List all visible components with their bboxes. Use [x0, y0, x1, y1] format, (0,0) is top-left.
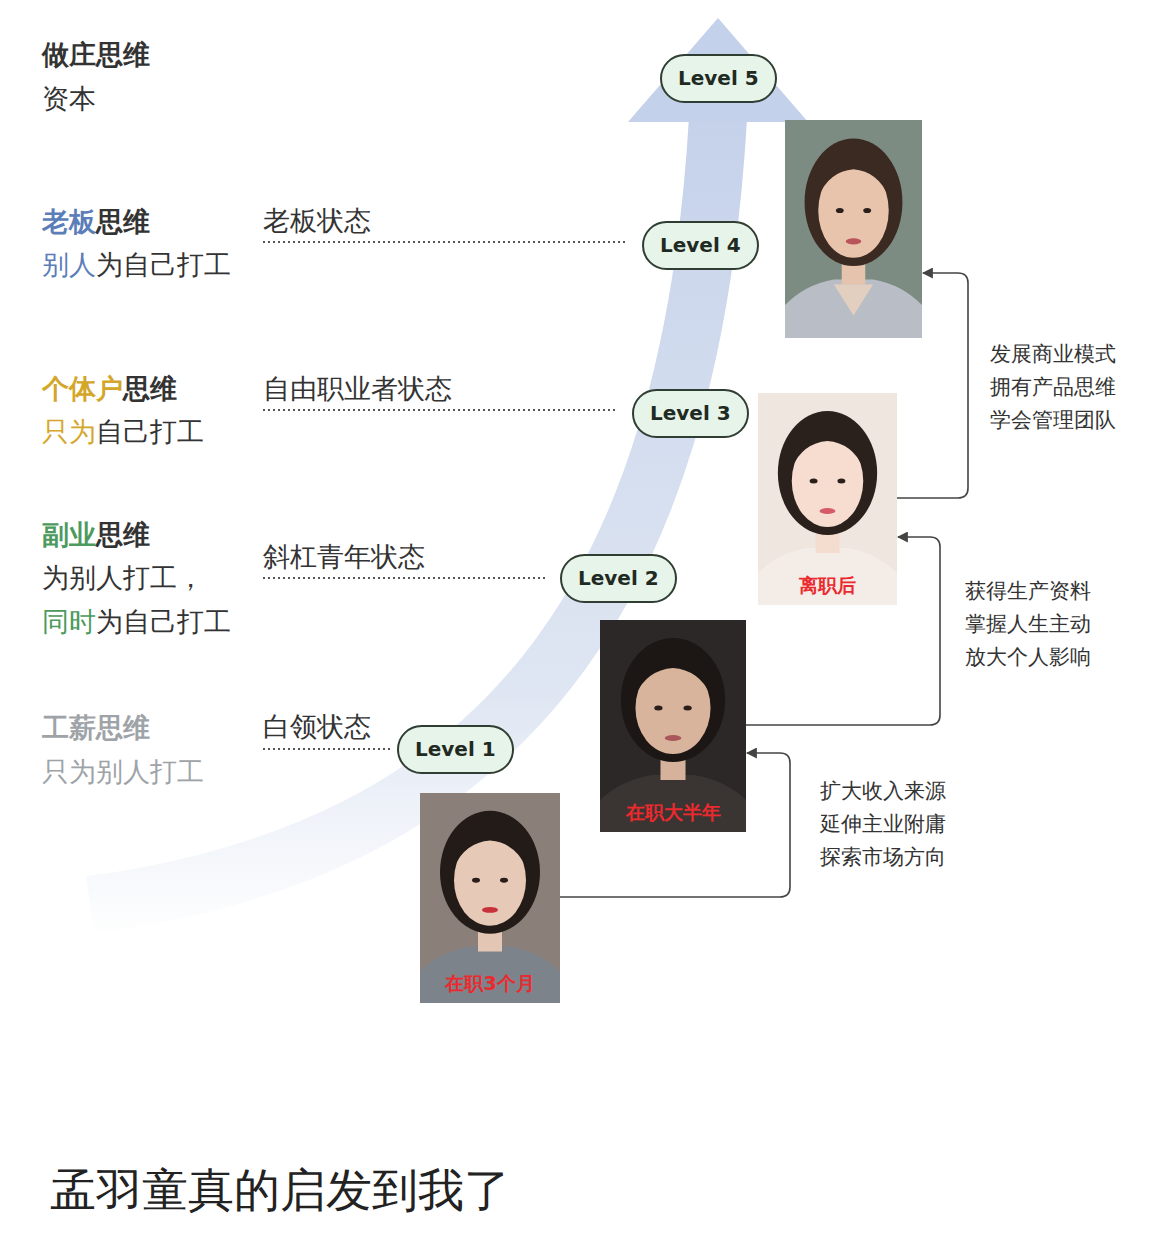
label-text: 白领状态 — [263, 711, 371, 742]
leader-line — [263, 409, 615, 411]
label-text: 只为别人打工 — [42, 756, 204, 787]
flow-arrow — [897, 273, 968, 498]
label-text: 个体户 — [42, 373, 123, 404]
flow-arrow — [560, 753, 790, 897]
level-pill: Level 3 — [632, 389, 749, 438]
text-line: 白领状态 — [263, 710, 371, 744]
portrait — [420, 793, 560, 1003]
text-line: 斜杠青年状态 — [263, 540, 425, 574]
label-text: 副业 — [42, 519, 96, 550]
photo-frame: 离职后 — [758, 393, 897, 605]
label-text: 为别人打工， — [42, 562, 204, 593]
text-line: 只为自己打工 — [42, 415, 204, 449]
text-line: 同时为自己打工 — [42, 605, 231, 639]
photo-caption: 在职大半年 — [600, 800, 746, 826]
label-text: 工薪思维 — [42, 712, 150, 743]
label-text: 思维 — [123, 373, 177, 404]
level-label: Level 4 — [660, 233, 741, 257]
label-text: 老板状态 — [263, 205, 371, 236]
arrow-head — [628, 18, 808, 122]
label-text: 自己打工 — [96, 416, 204, 447]
level-pill: Level 2 — [560, 554, 677, 603]
level-label: Level 3 — [650, 401, 731, 425]
text-line: 老板思维 — [42, 205, 150, 239]
label-text: 老板 — [42, 206, 96, 237]
label-text: 资本 — [42, 83, 96, 114]
leader-line — [263, 748, 392, 750]
text-line: 别人为自己打工 — [42, 248, 231, 282]
portrait — [758, 393, 897, 605]
photo-frame: 在职大半年 — [600, 620, 746, 832]
photo-caption: 在职3个月 — [420, 971, 560, 997]
edge-label: 发展商业模式 拥有产品思维 学会管理团队 — [990, 338, 1140, 437]
photo-frame: 在职3个月 — [420, 793, 560, 1003]
label-text: 斜杠青年状态 — [263, 541, 425, 572]
text-line: 工薪思维 — [42, 711, 150, 745]
label-text: 思维 — [96, 519, 150, 550]
portrait — [600, 620, 746, 832]
level-pill: Level 5 — [660, 54, 777, 103]
text-line: 为别人打工， — [42, 561, 204, 595]
label-text: 为自己打工 — [96, 249, 231, 280]
text-line: 老板状态 — [263, 204, 371, 238]
text-line: 个体户思维 — [42, 372, 177, 406]
label-text: 为自己打工 — [96, 606, 231, 637]
leader-line — [263, 241, 628, 243]
caption-text: 孟羽童真的启发到我了 — [50, 1160, 510, 1220]
label-text: 同时 — [42, 606, 96, 637]
leader-line — [263, 577, 548, 579]
level-pill: Level 1 — [397, 725, 514, 774]
photo-caption: 离职后 — [758, 573, 897, 599]
label-text: 自由职业者状态 — [263, 373, 452, 404]
level-label: Level 2 — [578, 566, 659, 590]
portrait — [785, 120, 922, 338]
text-line: 资本 — [42, 82, 96, 116]
flow-arrow — [746, 537, 940, 725]
text-line: 自由职业者状态 — [263, 372, 452, 406]
label-text: 别人 — [42, 249, 96, 280]
label-text: 思维 — [96, 206, 150, 237]
label-text: 做庄思维 — [42, 39, 150, 70]
edge-label: 扩大收入来源 延伸主业附庸 探索市场方向 — [820, 775, 970, 874]
level-label: Level 1 — [415, 737, 496, 761]
label-text: 只为 — [42, 416, 96, 447]
photo-frame — [785, 120, 922, 338]
level-label: Level 5 — [678, 66, 759, 90]
edge-label: 获得生产资料 掌握人生主动 放大个人影响 — [965, 575, 1115, 674]
text-line: 做庄思维 — [42, 38, 150, 72]
text-line: 副业思维 — [42, 518, 150, 552]
level-pill: Level 4 — [642, 221, 759, 270]
text-line: 只为别人打工 — [42, 755, 204, 789]
